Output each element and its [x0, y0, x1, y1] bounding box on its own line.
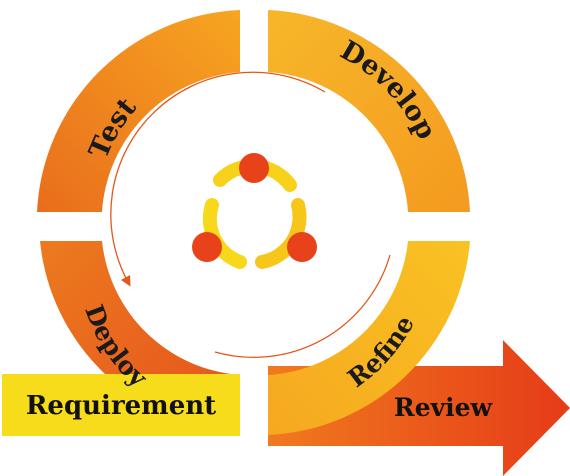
review-label: Review: [394, 393, 494, 422]
develop-segment: [268, 10, 470, 212]
team-collaboration-icon: [192, 153, 317, 269]
inner-cycle-arc: [110, 71, 326, 287]
refine-segment: [268, 241, 470, 435]
requirement-box: [2, 374, 240, 436]
requirement-label: Requirement: [26, 391, 216, 421]
test-segment: [37, 10, 240, 212]
inner-cycle-arc-lower: [214, 254, 391, 359]
